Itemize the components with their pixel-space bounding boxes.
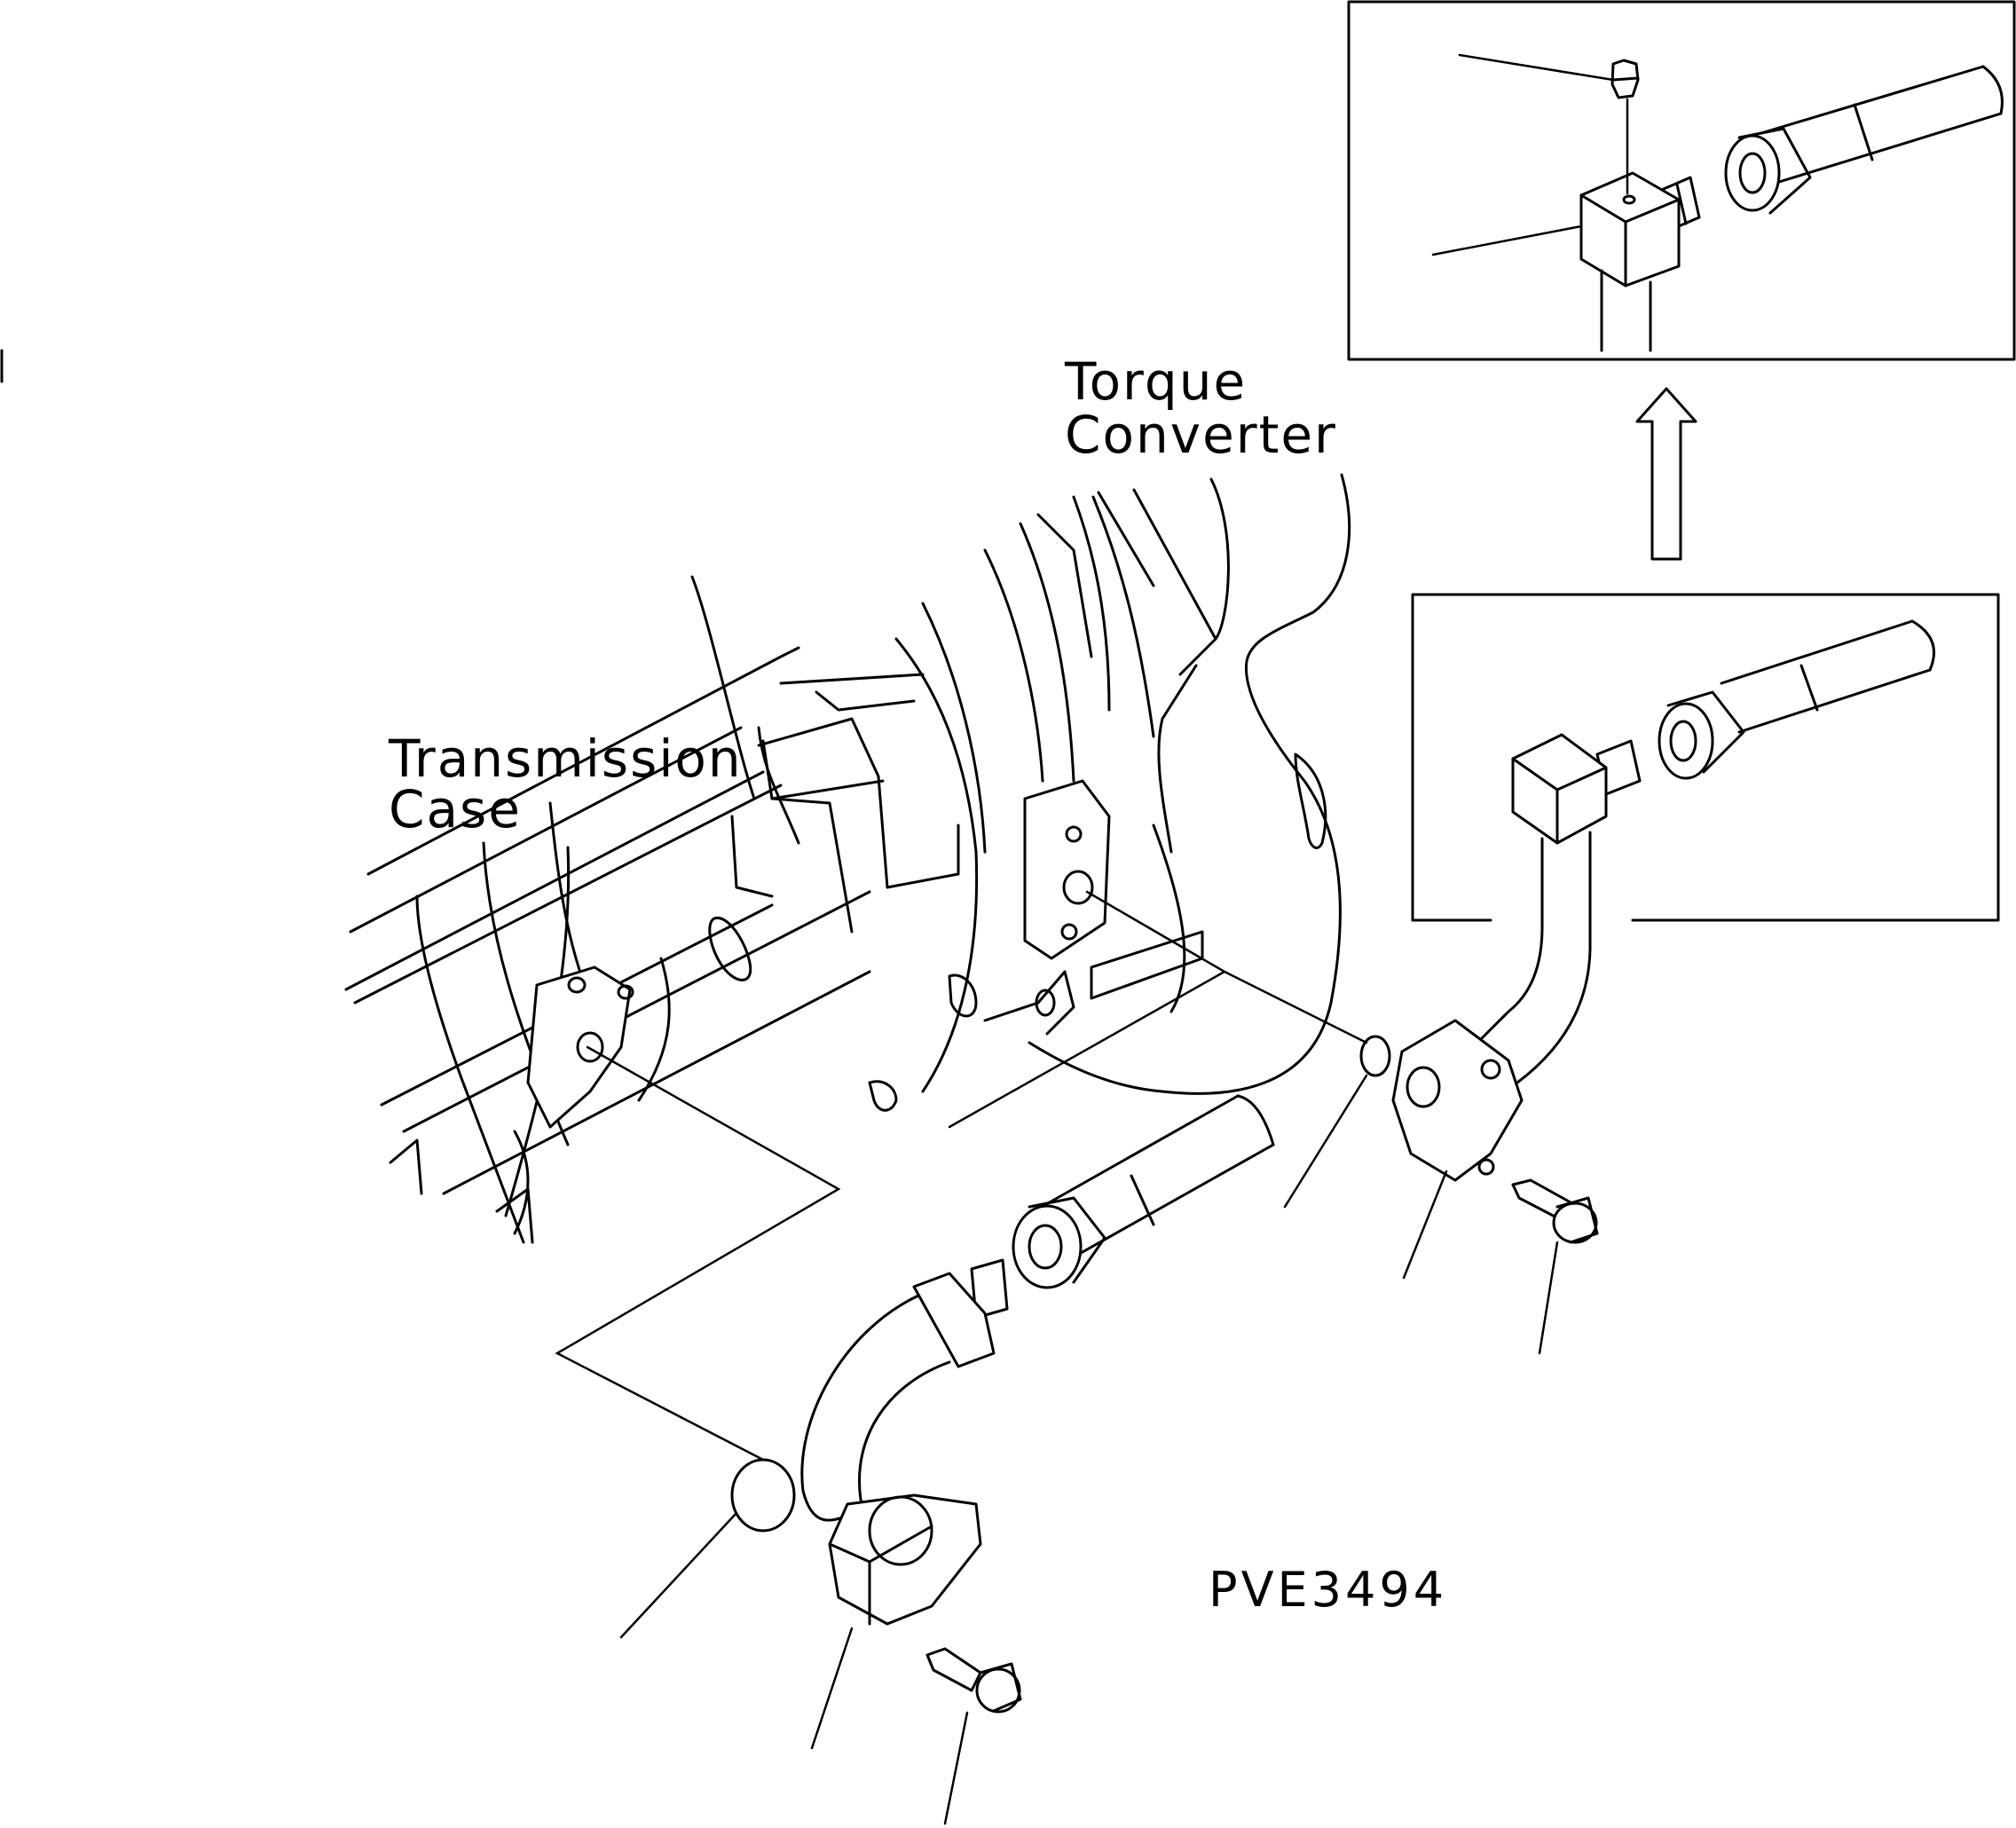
transmission-case-label-line1: Transmission [388, 729, 743, 789]
torque-converter-label-line2: Converter [1065, 405, 1337, 465]
torque-converter-label-line1: Torque [1064, 351, 1247, 412]
lower-pipe-assembly [555, 890, 1368, 1825]
up-arrow [1635, 387, 1697, 561]
torque-converter [1028, 473, 1351, 1095]
transmission-case [344, 495, 1204, 1244]
transmission-case-label-line2: Case [389, 779, 522, 839]
detail-inset-lower [1283, 593, 2000, 1355]
figure-code: PVE3494 [1209, 1562, 1447, 1618]
detail-inset-top [1347, 0, 2016, 361]
